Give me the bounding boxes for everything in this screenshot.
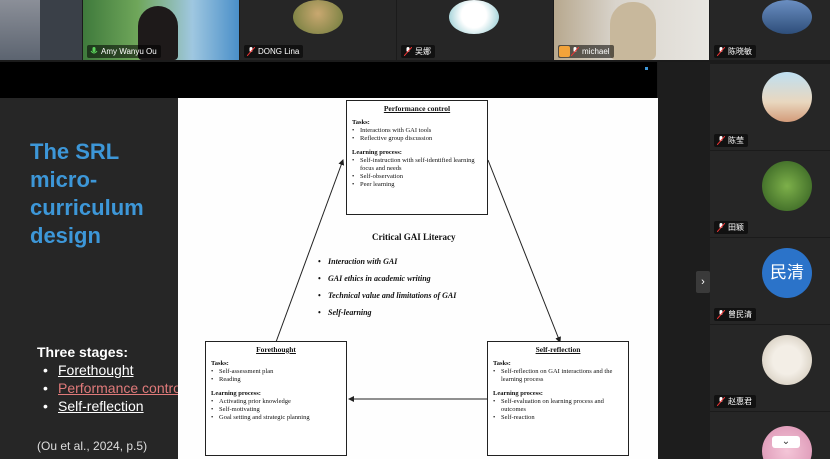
critical-gai-literacy: Critical GAI Literacy Interaction with G… [318,232,456,321]
mic-muted-icon [247,47,255,56]
mic-muted-icon [717,136,725,145]
process-label: Learning process: [493,390,543,397]
box-performance-control: Performance control Tasks: Interactions … [346,100,488,215]
mic-muted-icon [404,47,412,56]
literacy-item: GAI ethics in academic writing [318,270,456,287]
slide-title: The SRL micro-curriculum design [30,139,144,248]
process-item: Self-motivating [211,406,346,414]
participant-name: 赵惠君 [714,395,756,408]
participant-name: Amy Wanyu Ou [87,45,161,58]
participant-name: 曾民清 [714,308,756,321]
avatar [762,161,812,211]
shared-screen-top-bar [0,62,657,98]
tasks-label: Tasks: [211,360,229,367]
participant-name: michael [558,45,614,58]
participant-tile-amy[interactable]: Amy Wanyu Ou [83,0,239,60]
mic-muted-icon [717,310,725,319]
diagram-arrows [275,159,561,402]
task-item: Reflective group discussion [352,135,487,143]
mic-muted-icon [571,47,579,56]
participant-name: 陈晓敏 [714,45,756,58]
participant-tile[interactable] [0,0,82,60]
process-label: Learning process: [352,149,402,156]
avatar [449,0,499,34]
participant-tile[interactable] [710,412,830,459]
stage-item: Forethought [37,361,184,379]
stages-heading: Three stages: [37,344,129,360]
participant-tile-wuna[interactable]: 吴娜 [397,0,553,60]
process-label: Learning process: [211,390,261,397]
participant-tile-zhaohuijun[interactable]: 赵惠君 [710,325,830,411]
participant-tile-chenxiaomin[interactable]: 陈晓敏 [710,0,830,60]
arrow-forethought-to-performance [275,159,345,343]
center-title: Critical GAI Literacy [372,232,456,242]
screen-gap [658,62,710,459]
arrow-performance-to-reflection [487,159,561,343]
literacy-item: Interaction with GAI [318,253,456,270]
box-self-reflection: Self-reflection Tasks: Self-reflection o… [487,341,629,456]
participant-name: 陈莹 [714,134,748,147]
literacy-item: Technical value and limitations of GAI [318,287,456,304]
process-item: Peer learning [352,181,487,189]
literacy-item: Self-learning [318,304,456,321]
process-item: Activating prior knowledge [211,398,346,406]
participant-figure [610,2,656,60]
box-title: Forethought [256,345,296,354]
participant-tile-chenying[interactable]: 陈莹 [710,64,830,150]
avatar [762,0,812,34]
stage-item: Self-reflection [37,397,184,415]
process-item: Self-reaction [493,414,628,422]
avatar [762,335,812,385]
task-item: Self-assessment plan [211,368,346,376]
mic-icon [90,47,98,54]
participant-tile-dong[interactable]: DONG Lina [240,0,396,60]
participant-name: 吴娜 [401,45,435,58]
scroll-down-button[interactable]: ⌄ [772,436,800,448]
task-item: Self-reflection on GAI interactions and … [493,368,628,384]
mic-muted-icon [717,397,725,406]
process-item: Goal setting and strategic planning [211,414,346,422]
status-indicator [645,67,648,70]
stages-list: Three stages: Forethought Performance co… [37,343,184,415]
stage-item: Performance control [37,379,184,397]
task-item: Reading [211,376,346,384]
participant-tile-michael[interactable]: michael [554,0,709,60]
participant-tile-tianying[interactable]: 田颖 [710,151,830,237]
citation: (Ou et al., 2024, p.5) [37,439,148,453]
participant-name: 田颖 [714,221,748,234]
box-title: Self-reflection [535,345,581,354]
tasks-label: Tasks: [493,360,511,367]
box-forethought: Forethought Tasks: Self-assessment plan … [205,341,347,456]
tasks-label: Tasks: [352,119,370,126]
participant-tile-zengminqing[interactable]: 民清 曾民清 [710,238,830,324]
avatar [762,72,812,122]
participant-video [0,0,40,60]
avatar-initials: 民清 [762,248,812,298]
avatar [293,0,343,34]
process-item: Self-observation [352,173,487,181]
box-title: Performance control [383,104,451,113]
process-item: Self-evaluation on learning process and … [493,398,628,414]
participant-name: DONG Lina [244,45,304,58]
task-item: Interactions with GAI tools [352,127,487,135]
mic-muted-icon [717,223,725,232]
raised-hand-icon [559,46,570,57]
process-item: Self-instruction with self-identified le… [352,157,487,173]
expand-gallery-button[interactable]: › [696,271,710,293]
mic-muted-icon [717,47,725,56]
